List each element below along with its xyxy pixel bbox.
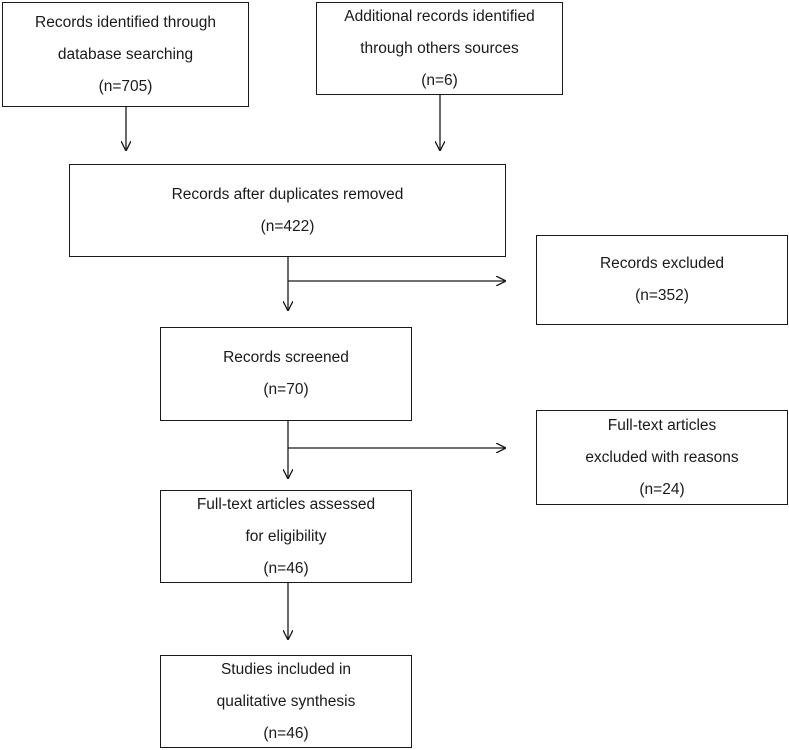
box-fulltext-excluded: Full-text articles excluded with reasons… [536,410,788,505]
other-sources-line2: through others sources [360,39,519,57]
excluded-count: (n=352) [635,287,689,304]
box-records-excluded: Records excluded (n=352) [536,235,788,325]
eligibility-count: (n=46) [263,559,309,577]
fulltext-excluded-count: (n=24) [639,480,685,498]
included-count: (n=46) [263,724,309,742]
box-other-sources-records: Additional records identified through ot… [316,2,563,95]
included-line2: qualitative synthesis [216,692,356,710]
other-sources-line1: Additional records identified [344,7,535,25]
other-sources-count: (n=6) [421,71,458,89]
deduplicated-count: (n=422) [260,217,315,235]
screened-line1: Records screened [223,349,349,366]
box-database-records: Records identified through database sear… [2,2,249,107]
included-line1: Studies included in [220,660,352,678]
eligibility-line1: Full-text articles assessed [196,495,376,513]
database-records-line2: database searching [57,45,194,63]
fulltext-excluded-line2: excluded with reasons [585,448,739,466]
screened-count: (n=70) [263,381,309,398]
fulltext-excluded-line1: Full-text articles [607,416,717,434]
database-records-count: (n=705) [98,77,153,95]
database-records-line1: Records identified through [35,13,216,31]
box-studies-included: Studies included in qualitative synthesi… [160,655,412,748]
box-records-after-duplicates: Records after duplicates removed (n=422) [69,164,506,257]
excluded-line1: Records excluded [599,255,725,272]
deduplicated-line1: Records after duplicates removed [171,185,404,203]
box-records-screened: Records screened (n=70) [160,327,412,421]
box-eligibility-assessed: Full-text articles assessed for eligibil… [160,490,412,583]
eligibility-line2: for eligibility [245,527,327,545]
